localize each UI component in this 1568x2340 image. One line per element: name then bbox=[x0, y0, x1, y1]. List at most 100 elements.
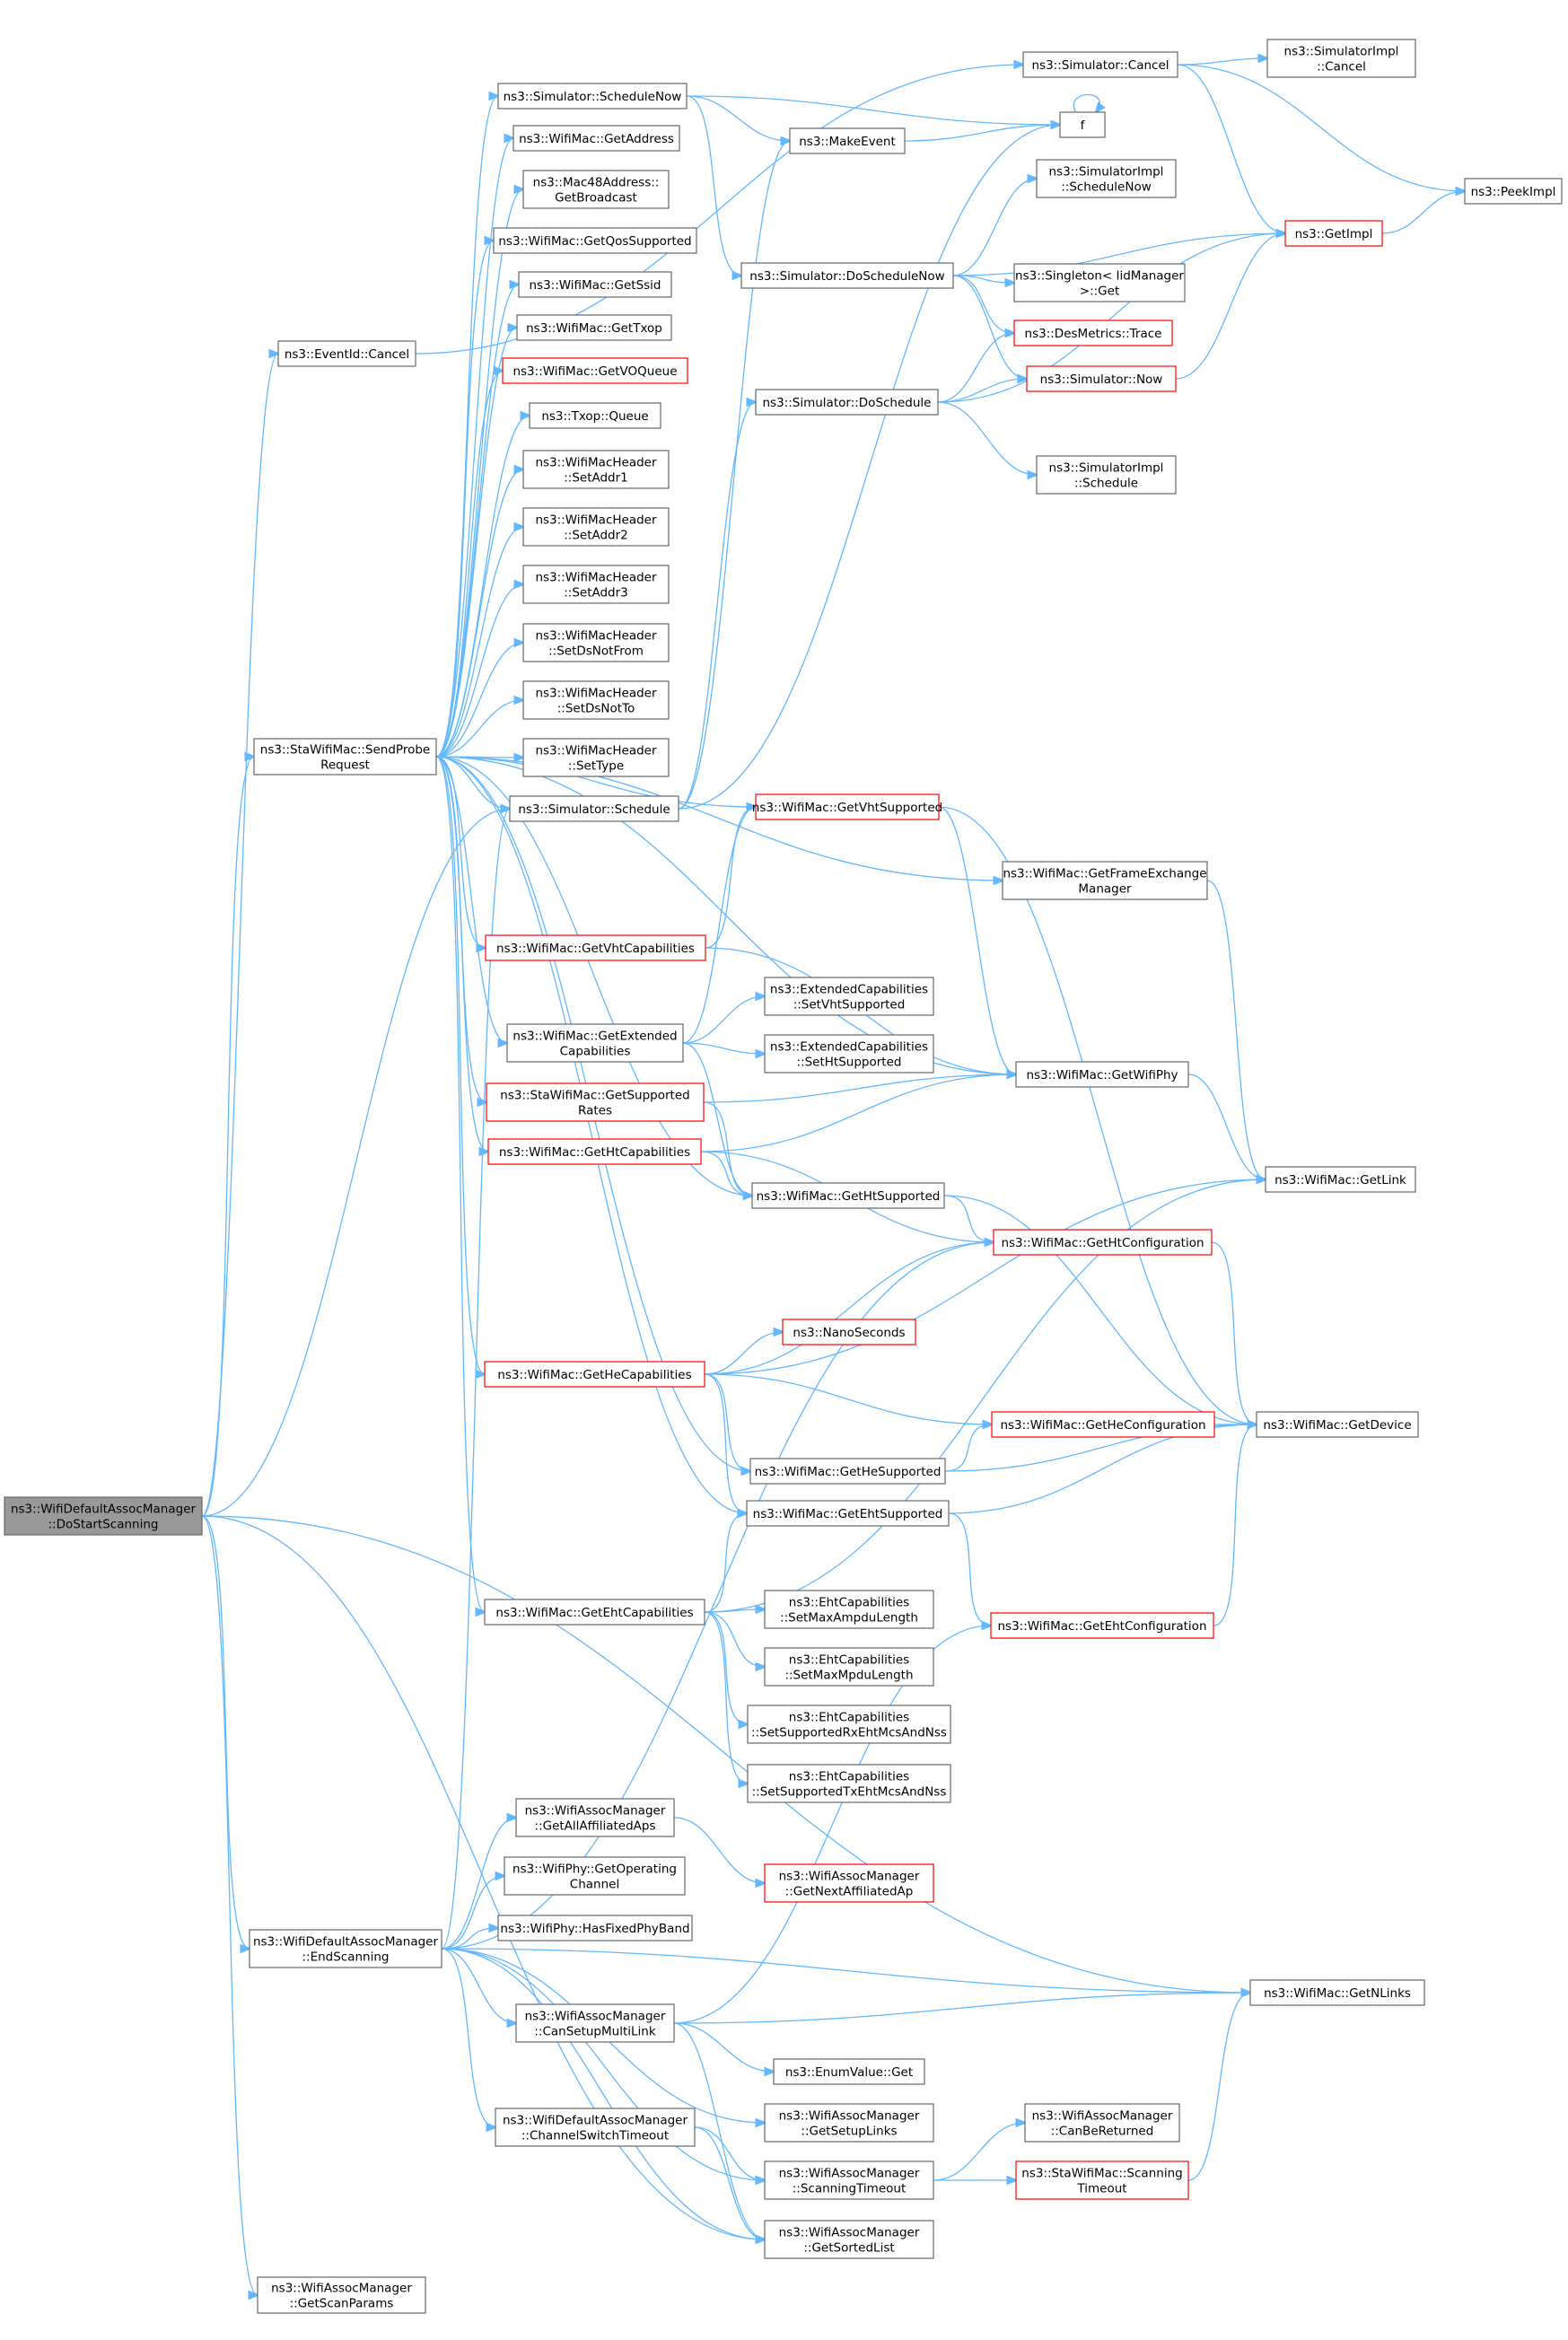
node-getlink[interactable]: ns3::WifiMac::GetLink bbox=[1265, 1166, 1416, 1193]
node-setht[interactable]: ns3::ExtendedCapabilities::SetHtSupporte… bbox=[764, 1034, 934, 1074]
node-wifiphy[interactable]: ns3::WifiMac::GetWifiPhy bbox=[1015, 1061, 1189, 1088]
edge-sendprobe-to-vhtsup bbox=[435, 756, 756, 807]
node-implschednow[interactable]: ns3::SimulatorImpl::ScheduleNow bbox=[1036, 159, 1177, 198]
node-box bbox=[1464, 178, 1563, 205]
node-dsto[interactable]: ns3::WifiMacHeader::SetDsNotTo bbox=[522, 680, 670, 720]
node-voq[interactable]: ns3::WifiMac::GetVOQueue bbox=[502, 357, 688, 384]
node-root[interactable]: ns3::WifiDefaultAssocManager::DoStartSca… bbox=[4, 1496, 203, 1536]
node-implsched[interactable]: ns3::SimulatorImpl::Schedule bbox=[1036, 455, 1177, 495]
edge-doschednow-to-now bbox=[952, 275, 1027, 379]
edge-doschednow-to-getimpl bbox=[952, 233, 1285, 276]
node-getaddr[interactable]: ns3::WifiMac::GetAddress bbox=[512, 125, 680, 152]
node-stascan[interactable]: ns3::StaWifiMac::ScanningTimeout bbox=[1015, 2160, 1189, 2200]
node-chswitch[interactable]: ns3::WifiDefaultAssocManager::ChannelSwi… bbox=[495, 2108, 696, 2147]
node-fixedband[interactable]: ns3::WifiPhy::HasFixedPhyBand bbox=[497, 1915, 693, 1941]
node-now[interactable]: ns3::Simulator::Now bbox=[1026, 365, 1177, 392]
node-sched[interactable]: ns3::Simulator::Schedule bbox=[509, 795, 679, 822]
node-box bbox=[522, 738, 670, 777]
node-schednow[interactable]: ns3::Simulator::ScheduleNow bbox=[497, 83, 688, 110]
node-label: Manager bbox=[1078, 882, 1132, 897]
edge-hecap-to-htconf bbox=[704, 1242, 994, 1375]
node-setuplinks[interactable]: ns3::WifiAssocManager::GetSetupLinks bbox=[764, 2103, 934, 2143]
node-htcap[interactable]: ns3::WifiMac::GetHtCapabilities bbox=[487, 1138, 702, 1165]
node-ehtconf[interactable]: ns3::WifiMac::GetEhtConfiguration bbox=[990, 1612, 1214, 1639]
node-sorted[interactable]: ns3::WifiAssocManager::GetSortedList bbox=[764, 2220, 934, 2259]
node-nanosec[interactable]: ns3::NanoSeconds bbox=[782, 1319, 916, 1345]
node-getdevice[interactable]: ns3::WifiMac::GetDevice bbox=[1256, 1411, 1419, 1438]
node-addr1[interactable]: ns3::WifiMacHeader::SetAddr1 bbox=[522, 450, 670, 489]
node-box bbox=[249, 1929, 442, 1968]
edge-endscan-to-htconf bbox=[441, 1242, 994, 1950]
node-singleton[interactable]: ns3::Singleton< IidManager >::Get bbox=[1013, 263, 1186, 302]
node-ehtsup[interactable]: ns3::WifiMac::GetEhtSupported bbox=[746, 1500, 950, 1527]
node-scantimeout[interactable]: ns3::WifiAssocManager::ScanningTimeout bbox=[764, 2160, 934, 2200]
node-implcancel[interactable]: ns3::SimulatorImpl::Cancel bbox=[1266, 39, 1416, 78]
edge-makeevent-to-f bbox=[904, 125, 1060, 142]
node-box bbox=[515, 1798, 675, 1837]
node-f[interactable]: f bbox=[1059, 111, 1106, 138]
node-dosched[interactable]: ns3::Simulator::DoSchedule bbox=[755, 389, 939, 416]
node-heconf[interactable]: ns3::WifiMac::GetHeConfiguration bbox=[991, 1411, 1215, 1438]
node-setampdu[interactable]: ns3::EhtCapabilities::SetMaxAmpduLength bbox=[764, 1590, 934, 1629]
node-label: f bbox=[1081, 118, 1086, 133]
node-allaff[interactable]: ns3::WifiAssocManager::GetAllAffiliatedA… bbox=[515, 1798, 675, 1837]
node-hecap[interactable]: ns3::WifiMac::GetHeCapabilities bbox=[484, 1361, 705, 1388]
node-evcancel[interactable]: ns3::EventId::Cancel bbox=[277, 340, 416, 367]
edge-endscan-to-sorted bbox=[441, 1948, 765, 2239]
node-label: ns3::WifiMac::GetHtConfiguration bbox=[1001, 1236, 1204, 1250]
node-label: ns3::Txop::Queue bbox=[541, 409, 648, 424]
node-label: ns3::StaWifiMac::GetSupported bbox=[500, 1089, 689, 1103]
node-dsfrom[interactable]: ns3::WifiMacHeader::SetDsNotFrom bbox=[522, 623, 670, 662]
node-vhtcap[interactable]: ns3::WifiMac::GetVhtCapabilities bbox=[485, 934, 706, 961]
node-ssid[interactable]: ns3::WifiMac::GetSsid bbox=[518, 271, 672, 298]
node-simcancel[interactable]: ns3::Simulator::Cancel bbox=[1022, 51, 1178, 78]
node-getbcast[interactable]: ns3::Mac48Address::GetBroadcast bbox=[522, 170, 670, 209]
node-canml[interactable]: ns3::WifiAssocManager::CanSetupMultiLink bbox=[515, 2003, 675, 2043]
node-box bbox=[529, 402, 661, 429]
node-label: ns3::WifiAssocManager bbox=[779, 2167, 920, 2181]
node-ehtcap[interactable]: ns3::WifiMac::GetEhtCapabilities bbox=[484, 1599, 705, 1626]
node-nextaff[interactable]: ns3::WifiAssocManager::GetNextAffiliated… bbox=[764, 1863, 934, 1903]
node-label: ns3::WifiMac::GetExtended bbox=[512, 1030, 677, 1044]
node-htsup[interactable]: ns3::WifiMac::GetHtSupported bbox=[751, 1182, 945, 1209]
node-peekimpl[interactable]: ns3::PeekImpl bbox=[1464, 178, 1563, 205]
node-settx[interactable]: ns3::EhtCapabilities::SetSupportedTxEhtM… bbox=[747, 1764, 951, 1803]
edge-sendprobe-to-hecap bbox=[435, 756, 485, 1374]
node-qos[interactable]: ns3::WifiMac::GetQosSupported bbox=[493, 227, 697, 254]
node-getscanparams[interactable]: ns3::WifiAssocManager::GetScanParams bbox=[257, 2276, 426, 2314]
node-setvht[interactable]: ns3::ExtendedCapabilities::SetVhtSupport… bbox=[764, 977, 934, 1016]
node-txopq[interactable]: ns3::Txop::Queue bbox=[529, 402, 661, 429]
node-endscan[interactable]: ns3::WifiDefaultAssocManager::EndScannin… bbox=[249, 1929, 442, 1968]
node-label: ns3::WifiMac::GetHtCapabilities bbox=[499, 1145, 690, 1160]
node-box bbox=[522, 565, 670, 604]
node-getnlinks[interactable]: ns3::WifiMac::GetNLinks bbox=[1249, 1979, 1425, 2006]
edge-schednow-to-doschednow bbox=[686, 95, 741, 276]
edge-sendprobe-to-htcap bbox=[435, 756, 488, 1152]
node-setrx[interactable]: ns3::EhtCapabilities::SetSupportedRxEhtM… bbox=[747, 1705, 951, 1744]
node-hesup[interactable]: ns3::WifiMac::GetHeSupported bbox=[749, 1458, 946, 1485]
node-enumget[interactable]: ns3::EnumValue::Get bbox=[773, 2058, 925, 2085]
node-addr3[interactable]: ns3::WifiMacHeader::SetAddr3 bbox=[522, 565, 670, 604]
node-vhtsup[interactable]: ns3::WifiMac::GetVhtSupported bbox=[752, 793, 942, 820]
node-htconf[interactable]: ns3::WifiMac::GetHtConfiguration bbox=[993, 1229, 1213, 1256]
node-settype[interactable]: ns3::WifiMacHeader::SetType bbox=[522, 738, 670, 777]
node-box bbox=[1015, 1061, 1189, 1088]
node-doschednow[interactable]: ns3::Simulator::DoScheduleNow bbox=[740, 262, 954, 289]
node-box bbox=[522, 623, 670, 662]
node-getimpl[interactable]: ns3::GetImpl bbox=[1284, 220, 1383, 247]
node-box bbox=[1265, 1166, 1416, 1193]
node-canberet[interactable]: ns3::WifiAssocManager::CanBeReturned bbox=[1024, 2103, 1180, 2143]
node-addr2[interactable]: ns3::WifiMacHeader::SetAddr2 bbox=[522, 507, 670, 547]
node-setmpdu[interactable]: ns3::EhtCapabilities::SetMaxMpduLength bbox=[764, 1647, 934, 1687]
node-label: ns3::WifiMacHeader bbox=[535, 456, 657, 470]
node-label: ::SetHtSupported bbox=[797, 1056, 902, 1070]
node-label: ns3::NanoSeconds bbox=[793, 1326, 905, 1340]
node-desmetrics[interactable]: ns3::DesMetrics::Trace bbox=[1013, 320, 1173, 346]
node-makeevent[interactable]: ns3::MakeEvent bbox=[789, 127, 906, 154]
node-txop[interactable]: ns3::WifiMac::GetTxop bbox=[516, 314, 672, 341]
